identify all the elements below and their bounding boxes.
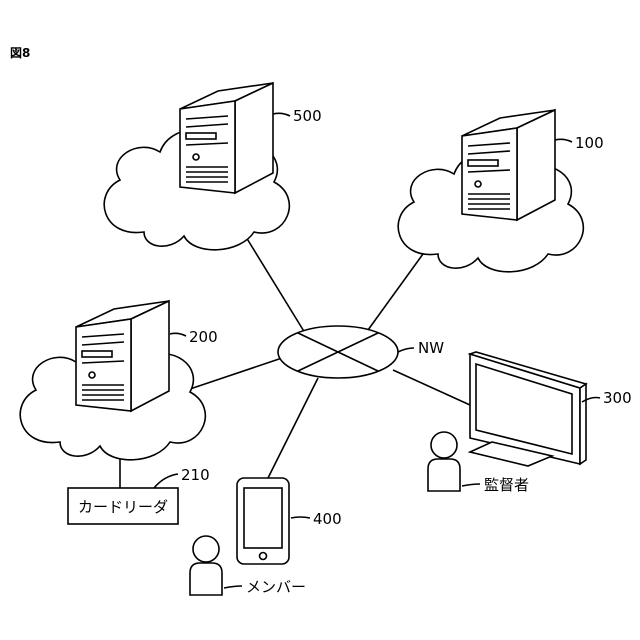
card-reader-ref: 210 <box>181 466 210 484</box>
monitor-label: 300 <box>603 389 632 407</box>
server-200-label: 200 <box>189 328 218 346</box>
supervisor-text: 監督者 <box>484 476 529 494</box>
smartphone: 400 <box>237 478 342 564</box>
link-200-nw <box>190 358 282 389</box>
server-icon <box>462 110 555 220</box>
monitor: 300 <box>470 352 632 466</box>
network-node: NW <box>278 326 444 378</box>
smartphone-label: 400 <box>313 510 342 528</box>
person-icon <box>428 432 460 491</box>
figure-label: 図8 <box>10 46 30 60</box>
link-500-nw <box>238 224 305 333</box>
card-reader-text: カードリーダ <box>78 498 168 516</box>
link-nw-300 <box>393 370 470 405</box>
server-100: 100 <box>398 110 603 272</box>
link-nw-400 <box>268 378 318 478</box>
server-100-label: 100 <box>575 134 604 152</box>
card-reader: カードリーダ 210 <box>68 466 210 524</box>
network-label: NW <box>418 339 444 357</box>
server-icon <box>180 83 273 193</box>
person-icon <box>190 536 222 595</box>
server-500: 500 <box>104 83 321 250</box>
server-500-label: 500 <box>293 107 322 125</box>
server-200: 200 <box>20 301 217 460</box>
server-icon <box>76 301 169 411</box>
member-text: メンバー <box>246 578 306 596</box>
